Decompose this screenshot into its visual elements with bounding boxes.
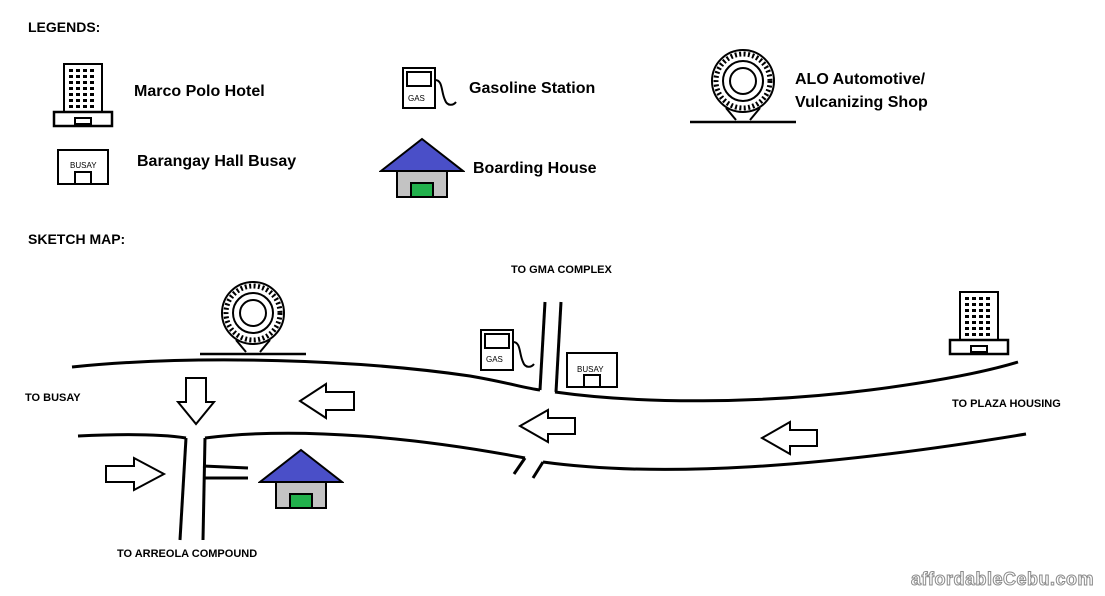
map-tire-icon xyxy=(200,282,306,354)
arreola-road-right-edge xyxy=(201,437,207,541)
legend: Marco Polo Hotel GAS Gasoline Station AL… xyxy=(52,50,928,198)
label-to-plaza-housing: TO PLAZA HOUSING xyxy=(952,398,1061,410)
map-gas-station-icon xyxy=(480,329,535,371)
main-road-lower-edge-mid xyxy=(204,431,526,460)
gma-road-left-edge xyxy=(538,301,547,391)
arrow-down-icon xyxy=(175,377,217,426)
legend-hotel-label: Marco Polo Hotel xyxy=(134,83,265,100)
watermark-text: affordableCebu.com xyxy=(911,569,1094,589)
gas-icon-text: GAS xyxy=(408,94,425,103)
boarding-house-icon xyxy=(380,138,464,198)
legend-shop-label-line2: Vulcanizing Shop xyxy=(795,94,928,111)
map-hall-icon-text: BUSAY xyxy=(577,365,604,374)
legend-hall-label: Barangay Hall Busay xyxy=(137,153,296,170)
map-hotel-icon xyxy=(948,290,1010,356)
branch-road-upper-edge xyxy=(202,464,249,470)
hotel-icon xyxy=(52,62,114,128)
sketch-map-heading: SKETCH MAP: xyxy=(28,231,125,247)
road-cut-left xyxy=(512,457,527,475)
roads xyxy=(71,301,1027,541)
main-road-upper-edge xyxy=(71,358,541,392)
hall-icon-text: BUSAY xyxy=(70,161,97,170)
map-gas-icon-text: GAS xyxy=(486,355,503,364)
label-to-gma-complex: TO GMA COMPLEX xyxy=(511,264,613,276)
arrow-left-icon xyxy=(759,420,818,456)
label-to-arreola-compound: TO ARREOLA COMPOUND xyxy=(117,548,257,560)
gma-road-right-edge xyxy=(554,301,563,393)
arrow-left-icon xyxy=(298,382,355,420)
main-road-lower-edge-west xyxy=(77,433,187,440)
main-road-upper-edge-east xyxy=(554,360,1019,403)
road-cut-right xyxy=(531,461,545,479)
arrow-left-icon xyxy=(517,408,576,444)
tire-icon xyxy=(690,50,796,122)
label-to-busay: TO BUSAY xyxy=(25,392,81,404)
arreola-road-left-edge xyxy=(178,437,188,541)
legend-shop-label-line1: ALO Automotive/ xyxy=(795,71,926,88)
legend-gas-label: Gasoline Station xyxy=(469,80,595,97)
arrow-right-icon xyxy=(105,456,167,492)
main-road-lower-edge-east xyxy=(542,432,1027,471)
legends-heading: LEGENDS: xyxy=(28,19,100,35)
legend-boarding-label: Boarding House xyxy=(473,160,597,177)
map-boarding-house-icon xyxy=(259,449,343,509)
direction-arrows xyxy=(105,377,818,492)
